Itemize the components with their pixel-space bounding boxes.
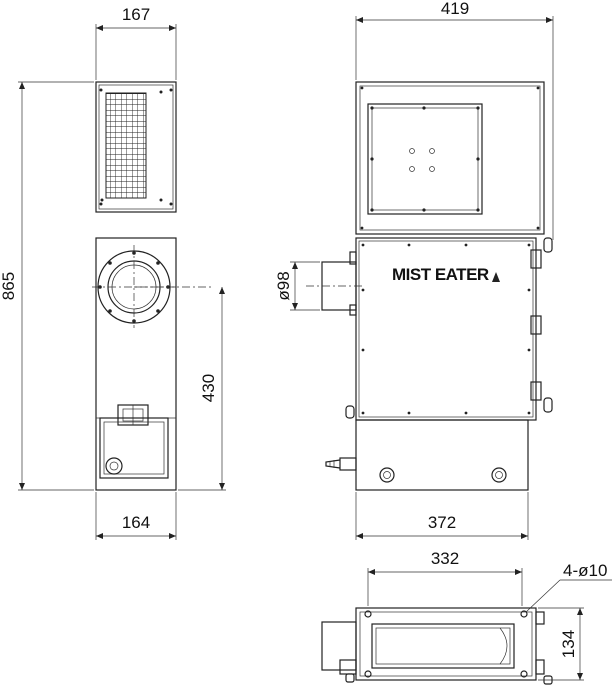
dim-side-bottom-width: 372 xyxy=(428,513,456,532)
front-fan-housing xyxy=(95,81,177,213)
dim-front-bottom-width: 164 xyxy=(122,513,150,532)
dim-mounting-holes: 4-ø10 xyxy=(563,561,607,580)
side-drain-tank xyxy=(355,419,529,491)
side-fan-housing xyxy=(355,81,545,235)
bottom-tray xyxy=(371,623,515,669)
bottom-body xyxy=(355,607,537,681)
dim-bottom-depth: 134 xyxy=(559,630,578,658)
dim-inlet-diameter: ø98 xyxy=(274,271,293,300)
dim-total-height: 865 xyxy=(0,272,18,300)
logo-triangle-icon xyxy=(492,272,500,282)
latch-knob-bottom xyxy=(543,397,553,413)
brand-logo: MIST EATER xyxy=(392,265,489,284)
dim-front-top-width: 167 xyxy=(122,5,150,24)
dim-side-top-width: 419 xyxy=(441,0,469,18)
bottom-view: 332 134 4-ø10 xyxy=(321,549,612,685)
front-view: 167 164 865 430 xyxy=(0,5,226,540)
latch-knob-top xyxy=(543,237,553,253)
dim-inlet-height: 430 xyxy=(199,374,218,402)
front-grill xyxy=(105,92,147,199)
side-view: MIST EATER 419 372 xyxy=(274,0,554,540)
fan-plate xyxy=(367,103,483,215)
front-body xyxy=(95,237,177,491)
dim-bottom-width: 332 xyxy=(431,549,459,568)
